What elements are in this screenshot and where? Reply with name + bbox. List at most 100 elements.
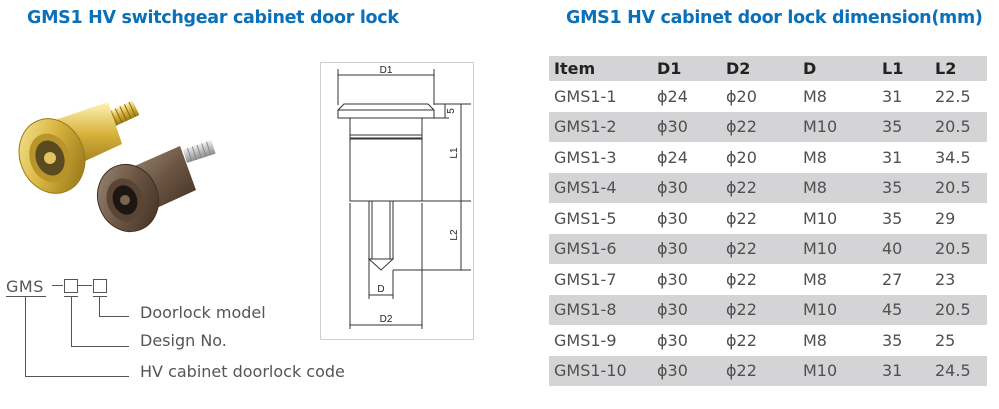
- leader-line: [71, 297, 72, 346]
- doorlock-model-box: [93, 279, 107, 293]
- cell-item: GMS1-9: [554, 330, 617, 350]
- lock-head-shape: [337, 103, 435, 119]
- cell-l1: 31: [882, 86, 903, 106]
- cell-l2: 20.5: [930, 111, 987, 142]
- leader-line: [99, 316, 129, 317]
- cell-d1: ϕ30: [652, 355, 721, 386]
- cell-item: GMS1-3: [554, 147, 617, 167]
- cell-l1: 31: [877, 355, 930, 386]
- label-d2: D2: [380, 314, 393, 325]
- cell-l2: 34.5: [935, 147, 971, 167]
- product-title: GMS1 HV switchgear cabinet door lock: [27, 8, 399, 28]
- dash-line: [78, 285, 92, 286]
- cell-d1: ϕ30: [657, 330, 688, 350]
- cell-l2: 29: [935, 208, 956, 228]
- cell-l1: 31: [882, 147, 903, 167]
- cell-d2: ϕ22: [721, 233, 798, 264]
- cell-d2: ϕ22: [726, 330, 757, 350]
- cell-d1: ϕ30: [652, 111, 721, 142]
- pin-tip-shape: [367, 258, 395, 271]
- label-d: D: [377, 284, 384, 295]
- model-code-diagram: GMS Doorlock model Design No. HV cabinet…: [0, 265, 380, 405]
- gold-lock-image: [18, 100, 140, 194]
- dash-line: [52, 285, 63, 286]
- dimension-drawing: D1 5 L1 L2 D D2: [320, 62, 474, 340]
- cell-l1: 35: [882, 330, 903, 350]
- door-lock-photo: [18, 100, 216, 233]
- cell-l2: 20.5: [930, 172, 987, 203]
- dimension-table-title: GMS1 HV cabinet door lock dimension(mm): [566, 8, 983, 28]
- cell-l1: 27: [882, 269, 903, 289]
- box-underline: [93, 296, 107, 297]
- cell-item: GMS1-8: [549, 294, 652, 325]
- table-row: GMS1-9 ϕ30 ϕ22 M8 35 25: [549, 325, 987, 356]
- lock-neck-shape: [349, 117, 423, 139]
- cell-item: GMS1-4: [549, 172, 652, 203]
- cell-d: M8: [803, 330, 827, 350]
- cell-d: M8: [803, 269, 827, 289]
- cell-d2: ϕ22: [721, 172, 798, 203]
- header-item: Item: [549, 56, 652, 81]
- bronze-lock-image: [97, 140, 216, 233]
- cell-d2: ϕ22: [721, 294, 798, 325]
- prefix-underline: [6, 296, 46, 297]
- cell-l2: 25: [935, 330, 956, 350]
- cell-d: M10: [798, 233, 877, 264]
- cell-d1: ϕ30: [657, 208, 688, 228]
- cell-d1: ϕ24: [657, 86, 688, 106]
- cell-d2: ϕ22: [721, 111, 798, 142]
- cell-item: GMS1-2: [549, 111, 652, 142]
- cell-d2: ϕ20: [726, 86, 757, 106]
- cell-d2: ϕ22: [726, 208, 757, 228]
- cell-d1: ϕ30: [652, 294, 721, 325]
- header-d1: D1: [652, 56, 721, 81]
- doorlock-model-label: Doorlock model: [140, 303, 266, 322]
- cell-item: GMS1-6: [549, 233, 652, 264]
- label-d1: D1: [380, 65, 393, 76]
- cell-d: M10: [798, 111, 877, 142]
- cell-l2: 20.5: [930, 294, 987, 325]
- cell-l2: 23: [935, 269, 956, 289]
- cell-d2: ϕ20: [726, 147, 757, 167]
- cell-d1: ϕ24: [657, 147, 688, 167]
- hv-cabinet-code-label: HV cabinet doorlock code: [140, 362, 345, 381]
- leader-line: [25, 376, 129, 377]
- cell-l1: 45: [877, 294, 930, 325]
- header-l2: L2: [930, 56, 987, 81]
- cell-d1: ϕ30: [652, 172, 721, 203]
- header-d2: D2: [721, 56, 798, 81]
- design-no-label: Design No.: [140, 331, 227, 350]
- cell-d: M10: [798, 355, 877, 386]
- lock-body-shape: [349, 138, 423, 202]
- design-no-box: [64, 279, 78, 293]
- box-underline: [64, 296, 78, 297]
- cell-item: GMS1-5: [554, 208, 617, 228]
- cell-item: GMS1-10: [549, 355, 652, 386]
- cell-l1: 35: [877, 172, 930, 203]
- table-header-row: Item D1 D2 D L1 L2: [549, 56, 987, 81]
- code-prefix: GMS: [6, 277, 44, 296]
- cell-d: M8: [798, 172, 877, 203]
- label-5: 5: [446, 108, 457, 114]
- cell-item: GMS1-7: [554, 269, 617, 289]
- leader-line: [25, 297, 26, 376]
- cell-d1: ϕ30: [652, 233, 721, 264]
- cell-d1: ϕ30: [657, 269, 688, 289]
- cell-item: GMS1-1: [554, 86, 617, 106]
- cell-l1: 35: [877, 111, 930, 142]
- cell-l2: 24.5: [930, 355, 987, 386]
- label-l2: L2: [449, 229, 460, 241]
- cell-d2: ϕ22: [721, 355, 798, 386]
- leader-line: [99, 297, 100, 316]
- cell-l1: 40: [877, 233, 930, 264]
- cell-d: M8: [803, 86, 827, 106]
- label-l1: L1: [449, 147, 460, 159]
